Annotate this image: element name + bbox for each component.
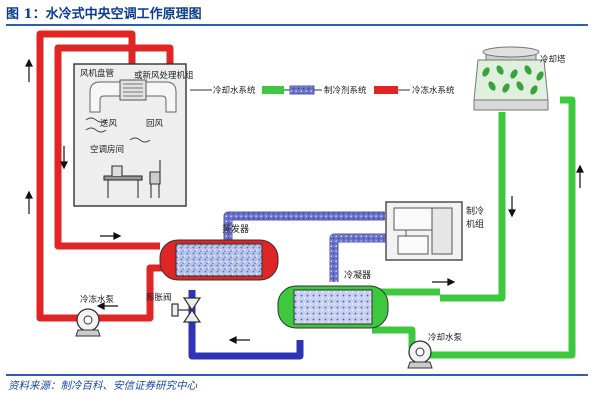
condenser-label: 冷凝器 bbox=[344, 269, 371, 281]
refrigerant-arrows bbox=[228, 336, 250, 344]
compressor-label-2: 机组 bbox=[466, 218, 484, 230]
chilled-water-pump bbox=[75, 308, 101, 337]
fan-coil-label: 风机盘管 bbox=[80, 68, 114, 79]
evaporator-label: 蒸发器 bbox=[222, 223, 249, 235]
chilled-pump-label: 冷冻水泵 bbox=[80, 294, 115, 305]
expansion-valve bbox=[171, 297, 202, 323]
compressor-unit bbox=[385, 201, 463, 261]
cooling-water-pump bbox=[407, 340, 433, 369]
source-note: 资料来源：制冷百科、安信证券研究中心 bbox=[8, 380, 197, 392]
legend: 冷却水系统 制冷剂系统 冷冻水系统 bbox=[190, 85, 455, 96]
chilled-water-loop bbox=[36, 30, 174, 322]
legend-swatch-cooling bbox=[262, 86, 284, 94]
condenser bbox=[277, 285, 389, 329]
evaporator bbox=[159, 239, 279, 281]
air-handler-label: 或新风处理机组 bbox=[134, 70, 194, 81]
legend-label-cooling: 冷却水系统 bbox=[213, 85, 256, 96]
cooling-tower-label: 冷却塔 bbox=[540, 54, 566, 65]
top-divider bbox=[6, 24, 588, 26]
cooling-tower bbox=[473, 46, 549, 111]
room-furniture bbox=[103, 160, 161, 198]
legend-label-chilled: 冷冻水系统 bbox=[412, 85, 455, 96]
expansion-valve-label: 膨胀阀 bbox=[146, 292, 172, 303]
legend-label-refrigerant: 制冷剂系统 bbox=[324, 85, 367, 96]
room-label: 空调房间 bbox=[90, 144, 124, 155]
cooling-pump-label: 冷却水泵 bbox=[428, 332, 463, 343]
compressor-label-1: 制冷 bbox=[466, 205, 484, 217]
cooling-water-arrows bbox=[432, 164, 584, 286]
chilled-water-arrows bbox=[25, 58, 122, 310]
fan-coil-unit bbox=[89, 79, 177, 113]
legend-swatch-refrigerant bbox=[289, 85, 315, 95]
return-air-label: 回风 bbox=[146, 119, 164, 129]
refrigerant-loop bbox=[188, 211, 392, 360]
airflow-icons bbox=[85, 117, 151, 143]
bottom-divider bbox=[6, 374, 588, 376]
legend-swatch-chilled bbox=[374, 86, 398, 94]
figure-title: 图 1：水冷式中央空调工作原理图 bbox=[6, 7, 202, 22]
supply-air-label: 送风 bbox=[100, 118, 118, 129]
